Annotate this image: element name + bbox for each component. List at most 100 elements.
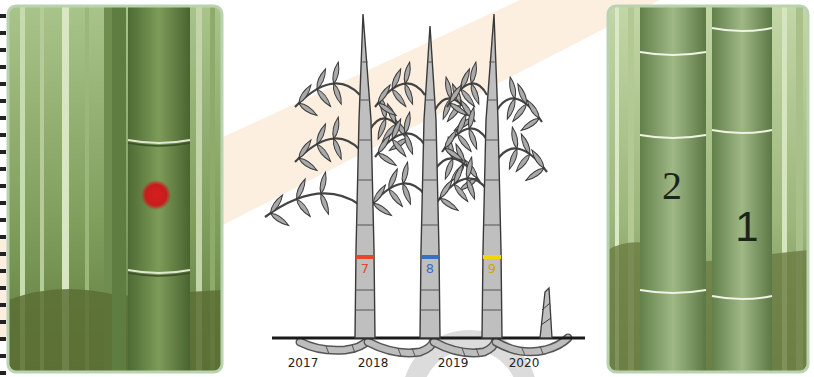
leaf [520,116,541,132]
leaf [297,138,313,159]
culm-node [359,140,372,141]
rhizome-node [540,346,543,354]
leaf [438,178,454,199]
rhizome [368,340,434,353]
culm-node [356,310,375,311]
leaf [297,83,313,104]
leaf [387,188,404,208]
leaf [508,77,517,100]
leaf [268,193,284,214]
leaf [295,198,312,218]
edge-tick [0,14,6,18]
culm-node [421,290,440,291]
edge-tick [0,371,6,375]
culm-node [484,225,501,226]
color-mark [421,255,439,259]
culm-node [423,180,438,181]
leaf [443,128,459,149]
rhizome-node [326,346,329,354]
year-label: 2019 [438,357,469,369]
branch [437,178,487,202]
culm-node [422,225,439,226]
edge-tick [0,218,6,222]
edge-tick [0,167,6,171]
year-label: 2018 [358,357,389,369]
edge-tick [0,150,6,154]
leaf [452,163,465,185]
photo-ground [8,6,222,372]
culm [712,6,772,372]
leaf [294,178,307,200]
leaf [524,166,545,182]
leaf [377,151,398,167]
leaf [452,183,469,203]
culm-node [640,135,706,138]
edge-tick [0,354,6,358]
branch [295,83,360,107]
leaf [443,146,464,162]
handwritten-number: 2 [662,166,682,206]
rhizome [300,340,368,350]
rhizome [300,340,368,350]
culm-node [485,180,500,181]
leaf [377,101,398,117]
culm-node [487,100,497,101]
leaf [514,153,531,173]
rhizome-node [522,348,525,356]
edge-tick [0,303,6,307]
rhizome-node [476,348,479,356]
culm-node [128,270,190,273]
leaf [390,138,407,158]
leaf [507,148,519,170]
edge-tick [0,269,6,273]
leaf [465,157,474,180]
leaf [530,148,546,169]
culm-node [425,100,434,101]
culm-node [486,140,499,141]
leaf [331,138,343,160]
color-mark [356,255,374,259]
handwritten-number: 1 [735,206,758,248]
leaf [447,83,463,104]
edge-tick [0,82,6,86]
leaf [315,143,332,163]
leaf [403,83,415,105]
leaf [390,118,403,140]
culm-node [360,100,370,101]
culm-node [489,62,494,63]
leaf [439,196,460,212]
edge-tick [0,286,6,290]
rhizome [368,340,434,353]
culm [112,6,126,372]
leaf [269,211,290,227]
leaf [465,178,477,200]
culm-node [640,290,706,293]
culm [640,6,706,372]
culm [420,26,440,338]
culm-node [424,140,437,141]
edge-tick [0,320,6,324]
culm-node [362,62,367,63]
photo-right [608,6,808,372]
edge-tick [0,31,6,35]
rhizome-node [352,345,355,353]
rhizome-node [462,348,465,356]
leaf [376,83,392,104]
shoot-sheath [541,303,551,325]
leaf [387,168,400,190]
edge-ticks [0,14,6,375]
leaf [376,133,392,154]
edge-tick [0,116,6,120]
leaf [297,101,318,117]
culm-node [128,140,190,143]
leaf [403,112,412,135]
culm-node [640,52,706,55]
photo-left [8,6,222,372]
edge-tick [0,48,6,52]
culm-number: 8 [426,262,434,275]
culm-node [428,62,433,63]
leaf [459,88,476,108]
edge-tick [0,235,6,239]
leaf [511,103,528,123]
photo-frame [8,6,222,372]
